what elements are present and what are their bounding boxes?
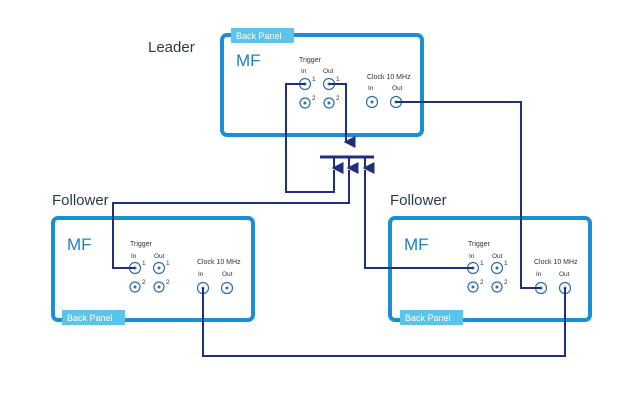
follower-right-role-label: Follower (390, 192, 447, 209)
leader-trigger-label: Trigger (299, 57, 322, 64)
leader-clock-in-connector (365, 95, 379, 109)
follower-right-clock-out-label: Out (559, 271, 570, 278)
follower-right-trigger-out-label: Out (492, 253, 503, 260)
follower-left-instrument: Follower Back Panel MF Trigger In Out Cl… (51, 192, 255, 325)
follower-right-instrument: Follower Back Panel MF Trigger In Out Cl… (388, 192, 592, 325)
follower-left-trigger-in-label: In (131, 253, 137, 260)
leader-trigger-port-2-label: 2 (312, 95, 316, 102)
follower-left-trigger-out-label: Out (154, 253, 165, 260)
follower-clock-chain-cable (202, 288, 566, 357)
follower-left-trigger-in-cable (112, 170, 350, 269)
follower-left-back-panel-badge (62, 310, 125, 325)
leader-panel (220, 33, 424, 137)
leader-trigger-out-2-connector (323, 97, 335, 109)
leader-role-label: Leader (148, 39, 195, 56)
follower-right-trigger-in-label: In (469, 253, 475, 260)
leader-trigger-in-cable (285, 83, 335, 193)
follower-right-trigger-label: Trigger (468, 241, 491, 248)
leader-trigger-in-label: In (301, 68, 307, 75)
follower-left-trigger-out-2-connector (153, 281, 165, 293)
follower-right-trigger-port-1-label: 1 (480, 260, 484, 267)
follower-right-back-panel-label: Back Panel (405, 313, 451, 323)
follower-right-trigger-port-2-label: 2 (480, 279, 484, 286)
follower-left-trigger-out-port-1-label: 1 (166, 260, 170, 267)
leader-back-panel-label: Back Panel (236, 31, 282, 41)
follower-right-trigger-in-2-connector (467, 281, 479, 293)
follower-left-clock-in-label: In (198, 271, 204, 278)
follower-right-device-label: MF (404, 235, 429, 254)
follower-right-clock-in-label: In (536, 271, 542, 278)
follower-left-trigger-port-2-label: 2 (142, 279, 146, 286)
follower-right-clock-label: Clock 10 MHz (534, 259, 578, 266)
leader-trigger-out-port-1-label: 1 (336, 76, 340, 83)
leader-trigger-out-label: Out (323, 68, 334, 75)
leader-trigger-port-1-label: 1 (312, 76, 316, 83)
follower-left-clock-out-connector (220, 281, 234, 295)
follower-right-trigger-out-port-1-label: 1 (504, 260, 508, 267)
leader-instrument: Leader Back Panel MF Trigger In Out Cloc… (148, 28, 424, 137)
follower-left-trigger-port-1-label: 1 (142, 260, 146, 267)
leader-trigger-out-port-2-label: 2 (336, 95, 340, 102)
follower-right-trigger-out-2-connector (491, 281, 503, 293)
leader-clock-in-label: In (368, 85, 374, 92)
follower-left-device-label: MF (67, 235, 92, 254)
follower-left-role-label: Follower (52, 192, 109, 209)
leader-trigger-out-cable (329, 83, 356, 148)
follower-left-trigger-in-2-connector (129, 281, 141, 293)
follower-left-clock-out-label: Out (222, 271, 233, 278)
leader-back-panel-badge (231, 28, 294, 43)
follower-right-back-panel-badge (400, 310, 463, 325)
follower-left-trigger-out-1-connector (152, 261, 166, 275)
leader-clock-out-cable (396, 101, 541, 289)
follower-left-back-panel-label: Back Panel (67, 313, 113, 323)
leader-device-label: MF (236, 51, 261, 70)
follower-right-trigger-out-1-connector (490, 261, 504, 275)
leader-clock-out-label: Out (392, 85, 403, 92)
leader-trigger-in-2-connector (299, 97, 311, 109)
follower-right-trigger-out-port-2-label: 2 (504, 279, 508, 286)
follower-left-trigger-label: Trigger (130, 241, 153, 248)
follower-left-trigger-out-port-2-label: 2 (166, 279, 170, 286)
leader-clock-label: Clock 10 MHz (367, 74, 411, 81)
follower-left-clock-label: Clock 10 MHz (197, 259, 241, 266)
follower-right-trigger-in-cable (364, 170, 473, 269)
